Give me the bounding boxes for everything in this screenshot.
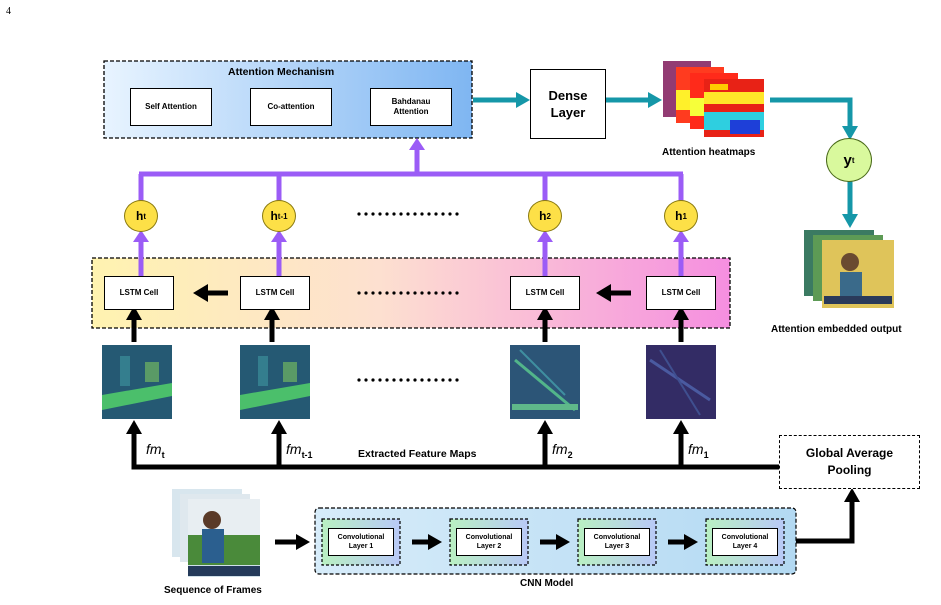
h1-base: h [675, 209, 683, 223]
h2-sub: 2 [546, 211, 551, 221]
yt-sub: t [851, 155, 855, 165]
fmt-sub: t [161, 449, 165, 460]
global-average-pooling-box: Global Average Pooling [779, 435, 920, 489]
fm2-base: fm [552, 441, 568, 457]
attention-output-image [804, 230, 894, 308]
feature-map-2 [510, 345, 580, 419]
h1-sub: 1 [682, 211, 687, 221]
feature-map-1 [646, 345, 716, 419]
dense-layer-box: Dense Layer [530, 69, 606, 139]
fm1-sub: 1 [703, 449, 709, 460]
attention-output-label: Attention embedded output [771, 324, 902, 335]
attention-heatmaps-label: Attention heatmaps [662, 147, 756, 158]
ht-1-sub: t-1 [277, 211, 288, 221]
ellipsis-dots [357, 212, 459, 382]
frames-image [172, 489, 260, 577]
fm1-base: fm [688, 441, 704, 457]
yt-base: y [843, 151, 852, 169]
conv-layer-3: Convolutional Layer 3 [578, 519, 656, 565]
fm-1-label: fm1 [688, 441, 709, 460]
conv-layer-1: Convolutional Layer 1 [322, 519, 400, 565]
fm-t-label: fmt [146, 441, 165, 460]
fm-2-label: fm2 [552, 441, 573, 460]
lstm-cell-t: LSTM Cell [104, 276, 174, 310]
attention-heatmaps-image [663, 61, 764, 137]
ht-1-base: h [270, 209, 278, 223]
ht-sub: t [143, 211, 146, 221]
conv-layer-2: Convolutional Layer 2 [450, 519, 528, 565]
fm-t-1-label: fmt-1 [286, 441, 313, 460]
conv-layer-2-label: Convolutional Layer 2 [456, 528, 522, 556]
fmt-base: fm [146, 441, 162, 457]
conv-layer-4-label: Convolutional Layer 4 [712, 528, 778, 556]
conv-layer-1-label: Convolutional Layer 1 [328, 528, 394, 556]
attention-mechanism-title: Attention Mechanism [228, 66, 335, 78]
fmt1-sub: t-1 [301, 449, 313, 460]
lstm-cell-t-1: LSTM Cell [240, 276, 310, 310]
cnn-model-label: CNN Model [520, 578, 574, 589]
fm2-sub: 2 [567, 449, 573, 460]
fmt1-base: fm [286, 441, 302, 457]
lstm-cell-2: LSTM Cell [510, 276, 580, 310]
extracted-feature-maps-label: Extracted Feature Maps [358, 448, 477, 460]
self-attention-box: Self Attention [130, 88, 212, 126]
page-number: 4 [6, 6, 11, 17]
lstm-cell-1: LSTM Cell [646, 276, 716, 310]
h2-base: h [539, 209, 547, 223]
sequence-of-frames-label: Sequence of Frames [164, 585, 262, 596]
lstm-panel-bg [91, 257, 731, 329]
bahdanau-attention-box: Bahdanau Attention [370, 88, 452, 126]
feature-map-t [102, 345, 172, 419]
conv-layer-3-label: Convolutional Layer 3 [584, 528, 650, 556]
ht-base: h [135, 209, 144, 223]
co-attention-box: Co-attention [250, 88, 332, 126]
conv-layer-4: Convolutional Layer 4 [706, 519, 784, 565]
feature-map-t-1 [240, 345, 310, 419]
